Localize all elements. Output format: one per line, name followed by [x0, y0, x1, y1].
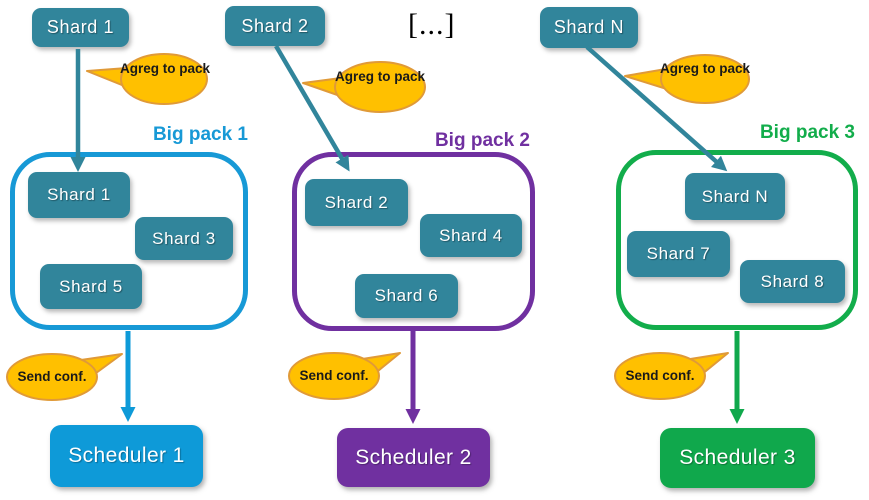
- pack-1-title: Big pack 1: [152, 124, 248, 145]
- top-shard-2: Shard 2: [225, 6, 325, 46]
- pack-1-container: [10, 152, 248, 330]
- pack-3-shard-n: Shard N: [685, 173, 785, 220]
- pack-1-shard-3: Shard 3: [135, 217, 233, 260]
- pack-2-shard-4: Shard 4: [420, 214, 522, 257]
- pack-3-shard-8: Shard 8: [740, 260, 845, 303]
- pack-1-shard-5: Shard 5: [40, 264, 142, 309]
- pack-3-title: Big pack 3: [759, 122, 855, 143]
- send-bubble-label-1: Send conf.: [17, 369, 87, 384]
- top-shard-n: Shard N: [540, 7, 638, 48]
- agreg-bubble-label-1: Agreg to pack: [119, 61, 211, 76]
- agreg-bubble-label-3: Agreg to pack: [659, 61, 751, 76]
- send-bubble-label-2: Send conf.: [299, 368, 369, 383]
- pack-3-container: [616, 150, 858, 330]
- scheduler-2-box: Scheduler 2: [337, 428, 490, 487]
- pack-2-shard-2: Shard 2: [305, 179, 408, 226]
- send-bubble-label-3: Send conf.: [625, 368, 695, 383]
- scheduler-3-box: Scheduler 3: [660, 428, 815, 488]
- agreg-bubble-label-2: Agreg to pack: [334, 69, 426, 84]
- agreg-arrow-2: [274, 44, 350, 172]
- pack-2-shard-6: Shard 6: [355, 274, 458, 318]
- ellipsis-label: [...]: [408, 8, 456, 41]
- pack-2-title: Big pack 2: [434, 130, 530, 151]
- top-shard-1: Shard 1: [32, 8, 129, 47]
- pack-2-container: [292, 152, 535, 331]
- pack-1-shard-1: Shard 1: [28, 172, 130, 218]
- pack-3-shard-7: Shard 7: [627, 231, 730, 277]
- scheduler-1-box: Scheduler 1: [50, 425, 203, 487]
